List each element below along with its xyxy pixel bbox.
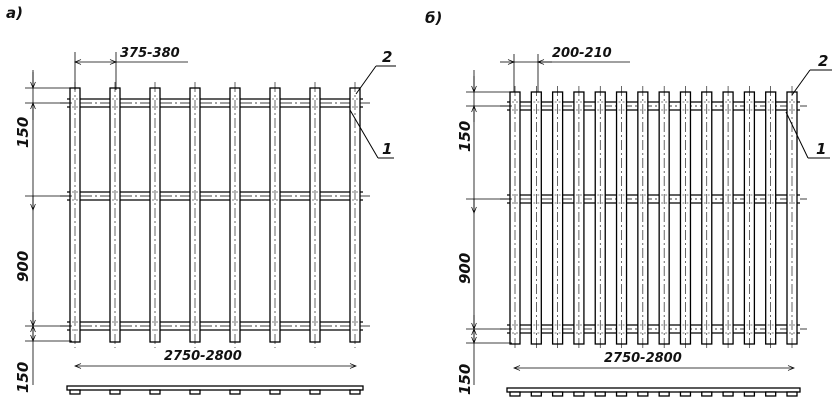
side-view-slat xyxy=(509,391,521,397)
side-view-slat xyxy=(149,389,161,395)
crossbar xyxy=(500,194,807,204)
top-margin-text: 150 xyxy=(456,121,474,152)
panel-b-width-dimension: 2750-2800 xyxy=(513,351,795,371)
width-dimension-text: 2750-2800 xyxy=(604,351,682,366)
side-view-slat xyxy=(701,391,713,397)
slat xyxy=(551,86,564,350)
side-view-slat xyxy=(309,389,321,395)
side-view-slat xyxy=(594,391,606,397)
slat xyxy=(309,82,321,348)
side-view-slat xyxy=(69,389,81,395)
side-view-slat xyxy=(269,389,281,395)
side-view-slat xyxy=(530,391,542,397)
side-view-slat xyxy=(786,391,798,397)
slat xyxy=(189,82,201,348)
panel-a-frame xyxy=(60,82,370,348)
side-view-slat xyxy=(743,391,756,397)
width-dimension-text: 2750-2800 xyxy=(164,349,242,364)
side-view-slat xyxy=(349,389,361,395)
side-view-slat xyxy=(229,389,241,395)
crossbar xyxy=(500,101,807,111)
slat xyxy=(269,82,281,348)
side-view-plank xyxy=(66,385,364,391)
slat xyxy=(509,86,521,350)
panel-a-width-dimension: 2750-2800 xyxy=(74,349,357,369)
top-margin-text: 150 xyxy=(14,117,32,148)
side-view-slat xyxy=(637,391,649,397)
panel-b: б) 2 1 200-210 2750-2800 xyxy=(425,9,832,397)
crossbar xyxy=(60,321,370,331)
side-view-slat xyxy=(189,389,201,395)
slat xyxy=(349,82,361,348)
panel-a-callout-1: 1 xyxy=(349,109,394,159)
panel-a-label: а) xyxy=(6,4,23,22)
panel-b-gap-dimension: 200-210 xyxy=(500,46,630,92)
side-view-plank xyxy=(506,387,801,393)
panel-a-vertical-dimensions: 150 900 150 xyxy=(14,70,72,393)
slat xyxy=(722,86,734,350)
slat xyxy=(149,82,161,348)
side-view-slat xyxy=(551,391,564,397)
bottom-margin-text: 150 xyxy=(14,362,32,393)
slat xyxy=(530,86,542,350)
panel-b-side-view xyxy=(506,387,801,397)
slat xyxy=(658,86,670,350)
panel-b-frame xyxy=(500,86,807,350)
slat xyxy=(573,86,585,350)
gap-dimension-text: 375-380 xyxy=(120,46,180,61)
side-view-slat xyxy=(722,391,734,397)
slat xyxy=(615,86,628,350)
middle-span-text: 900 xyxy=(456,253,474,284)
middle-span-text: 900 xyxy=(14,251,32,282)
panel-a-side-view xyxy=(66,385,364,395)
slat xyxy=(594,86,606,350)
side-view-slat xyxy=(658,391,670,397)
crossbar xyxy=(500,324,807,334)
crossbar xyxy=(60,98,370,108)
callout-1-number: 1 xyxy=(816,140,826,158)
slat xyxy=(765,86,777,350)
callout-2-number: 2 xyxy=(382,48,392,66)
slat xyxy=(69,82,81,348)
side-view-slat xyxy=(679,391,692,397)
panel-b-label: б) xyxy=(425,9,442,27)
slat xyxy=(679,86,692,350)
bottom-margin-text: 150 xyxy=(456,364,474,395)
panel-a-callout-2: 2 xyxy=(355,48,396,95)
slat xyxy=(229,82,241,348)
panel-a-gap-dimension: 375-380 xyxy=(74,46,188,90)
slat xyxy=(109,82,121,348)
slat xyxy=(701,86,713,350)
callout-1-number: 1 xyxy=(382,140,392,158)
crossbar xyxy=(60,191,370,201)
gap-dimension-text: 200-210 xyxy=(552,46,612,61)
slat xyxy=(743,86,756,350)
side-view-slat xyxy=(615,391,628,397)
side-view-slat xyxy=(573,391,585,397)
side-view-slat xyxy=(765,391,777,397)
panel-b-vertical-dimensions: 150 900 150 xyxy=(456,70,512,395)
panel-b-callout-1: 1 xyxy=(785,111,830,159)
side-view-slat xyxy=(109,389,121,395)
panel-a: а) 2 1 375-380 2750-2800 xyxy=(6,4,396,395)
slat xyxy=(637,86,649,350)
slat xyxy=(786,86,798,350)
panel-b-callout-2: 2 xyxy=(791,52,832,96)
callout-2-number: 2 xyxy=(818,52,828,70)
